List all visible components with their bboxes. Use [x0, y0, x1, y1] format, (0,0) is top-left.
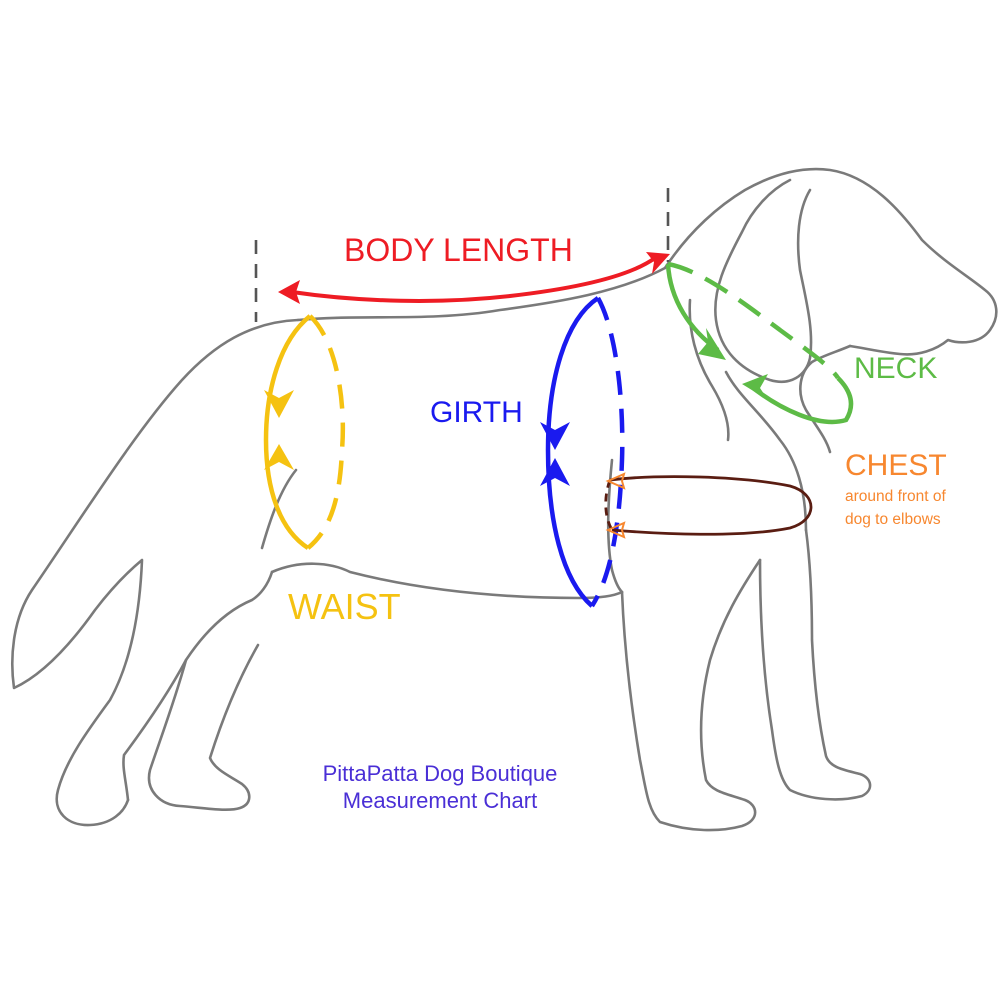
- neck-arrowhead-1: [698, 328, 726, 360]
- caption-line2: Measurement Chart: [342, 788, 538, 813]
- body-length-arrowhead-left: [278, 280, 300, 304]
- girth-ring: [545, 296, 625, 608]
- body-length-arrowhead-right: [646, 252, 670, 274]
- body-length-label: BODY LENGTH: [344, 232, 573, 268]
- neck-ring: [665, 261, 854, 425]
- waist-ring: [263, 314, 346, 550]
- waist-arrowhead-up: [264, 444, 294, 470]
- girth-arrowhead-up: [540, 458, 570, 486]
- chest-label: CHEST: [845, 449, 947, 482]
- body-length-arrow: [291, 256, 657, 303]
- chart-caption: PittaPatta Dog Boutique Measurement Char…: [270, 760, 610, 814]
- chest-arrowhead-upper: [605, 472, 626, 490]
- neck-arrowhead-2: [742, 374, 768, 400]
- waist-label: WAIST: [288, 586, 401, 627]
- girth-arrowhead-down: [540, 422, 570, 450]
- chest-ring: [604, 475, 813, 536]
- caption-line1: PittaPatta Dog Boutique: [322, 761, 558, 786]
- waist-arrowhead-down: [264, 390, 294, 418]
- girth-label: GIRTH: [430, 396, 523, 429]
- neck-label: NECK: [854, 352, 938, 385]
- chest-arrowhead-lower: [605, 521, 626, 539]
- length-guide-marks: [254, 188, 670, 322]
- chest-note-line1: around front of: [845, 488, 946, 505]
- chest-note-line2: dog to elbows: [845, 511, 941, 528]
